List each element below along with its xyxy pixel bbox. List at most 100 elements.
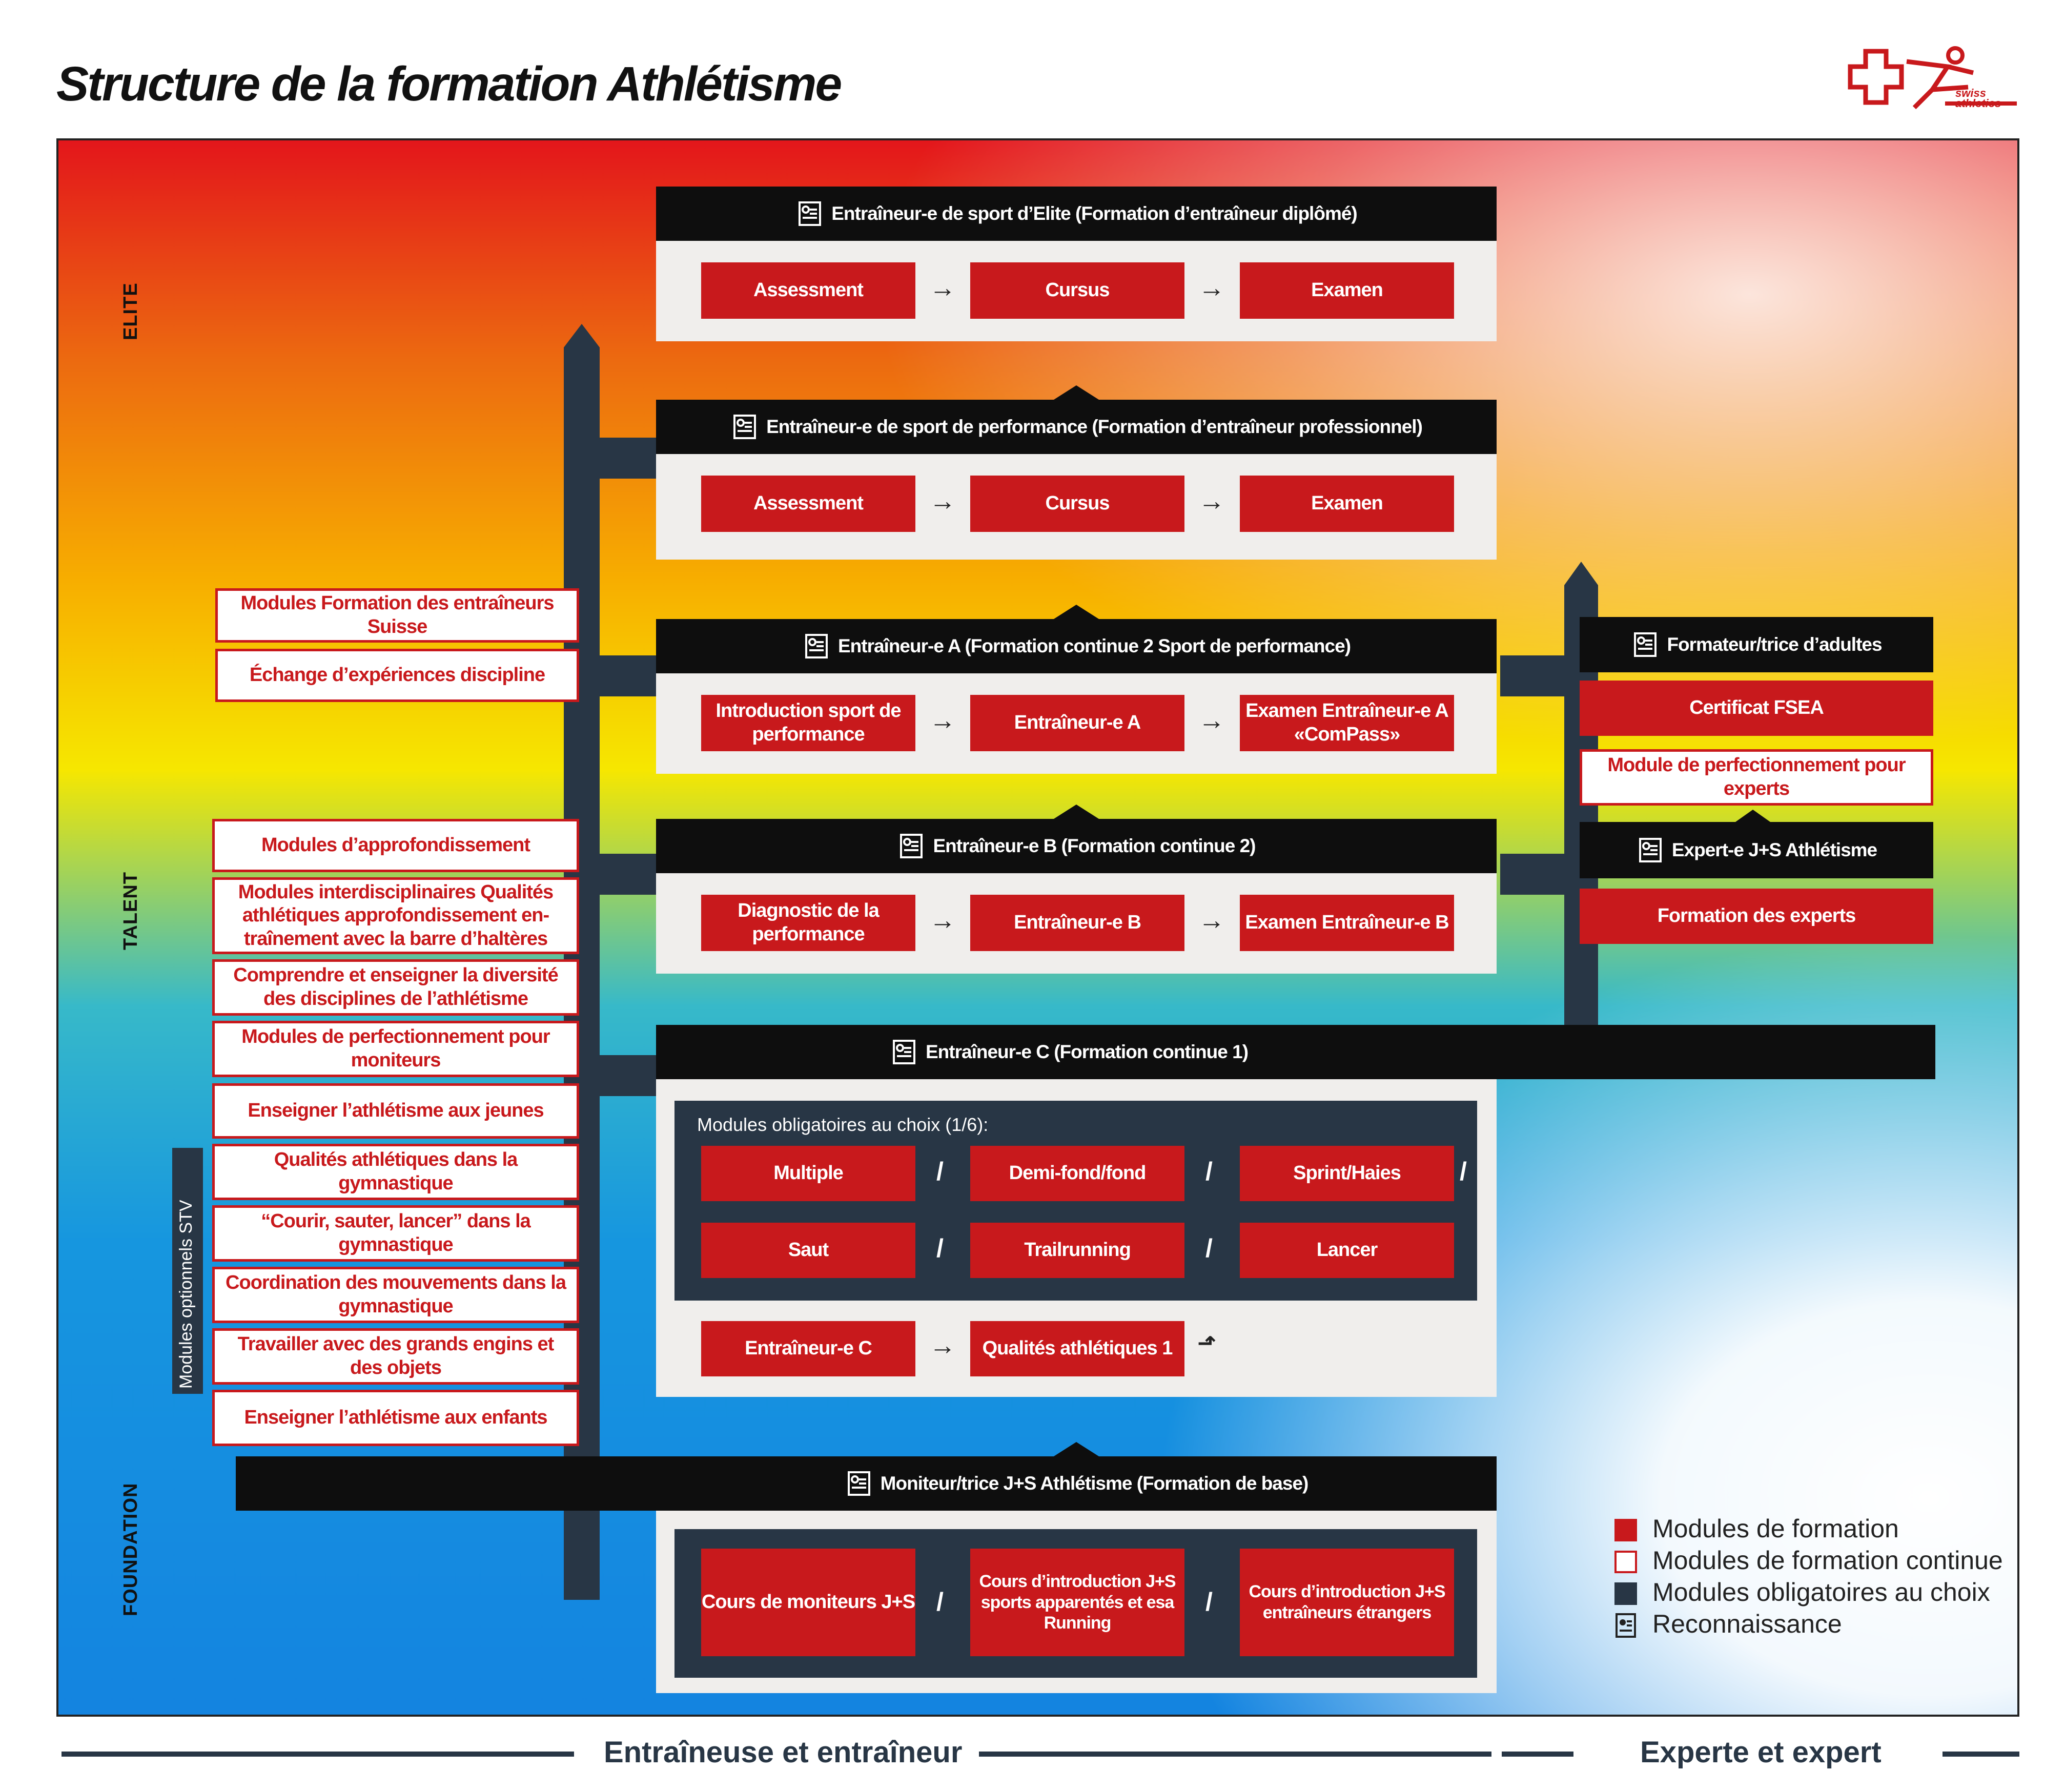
performance-header-text: Entraîneur-e de sport de performance (Fo… [766,416,1423,437]
base-course-related[interactable]: Cours d’introduction J+S sports apparent… [970,1549,1184,1656]
optional-modules-bar [172,1148,203,1394]
left-pillar-upper-tip [564,324,600,347]
page-title: Structure de la formation Athlétisme [56,57,842,111]
module-multiple[interactable]: Multiple [701,1146,915,1201]
notch [1054,805,1099,819]
base-header: Moniteur/trice J+S Athlétisme (Formation… [236,1456,1497,1511]
base-course-js[interactable]: Cours de moniteurs J+S [701,1549,915,1656]
recognition-icon [890,1038,918,1066]
module-perfectionnement-experts: Module de perfectionnement pour experts [1580,749,1933,806]
connector-performance [600,438,661,479]
connector-right-a [1500,655,1564,696]
separator-slash: / [1205,1588,1213,1616]
arrow-right-icon: → [929,273,956,303]
recognition-icon [1611,1611,1640,1640]
separator-slash: / [1460,1157,1467,1186]
notch [1054,385,1099,400]
module-courir-sauter-lancer: “Courir, sauter, lancer” dans la gymnast… [212,1205,579,1262]
certificat-fsea: Certificat FSEA [1580,681,1933,736]
legend-swatch-continuing [1614,1551,1637,1573]
recognition-icon [897,832,926,860]
coach-b-header: Entraîneur-e B (Formation continue 2) [656,819,1497,873]
module-formation-entraineurs-suisse: Modules Formation des entraîneurs Suisse [215,588,579,643]
module-qualites-gymnastique: Qualités athlétiques dans la gymnastique [212,1144,579,1200]
arrow-right-icon: → [929,905,956,935]
recognition-icon [802,632,831,661]
base-course-foreign[interactable]: Cours d’introduction J+S entraîneurs étr… [1240,1549,1454,1656]
mandatory-modules-label: Modules obligatoires au choix (1/6): [697,1114,989,1135]
coach-b-exam: Examen Entraîneur-e B [1240,895,1454,951]
arrow-right-icon: → [1198,273,1225,303]
module-athletisme-enfants: Enseigner l’athlétisme aux enfants [212,1390,579,1446]
coach-a-introduction: Introduction sport de performance [701,695,915,751]
module-saut[interactable]: Saut [701,1223,915,1278]
legend-mandatory: Modules obligatoires au choix [1652,1578,1990,1606]
module-demi-fond[interactable]: Demi-fond/fond [970,1146,1184,1201]
connector-coach-b [600,854,661,895]
module-grands-engins: Travailler avec des grands engins et des… [212,1328,579,1385]
axis-line-coach-left [62,1752,574,1757]
coach-c-header-text: Entraîneur-e C (Formation continue 1) [926,1041,1249,1062]
module-athletisme-jeunes: Enseigner l’athlétisme aux jeunes [212,1083,579,1139]
adult-trainer-header: Formateur/trice d’adultes [1580,617,1933,672]
notch [1735,810,1770,822]
separator-slash: / [936,1234,944,1263]
arrow-right-icon: → [929,706,956,735]
js-expert-header: Expert-e J+S Athlétisme [1580,822,1933,878]
legend-training: Modules de formation [1652,1514,1899,1543]
coach-a-exam: Examen Entraîneur-e A «ComPass» [1240,695,1454,751]
module-lancer[interactable]: Lancer [1240,1223,1454,1278]
module-approfondissement: Modules d’approfondissement [212,819,579,872]
performance-examen: Examen [1240,476,1454,532]
legend-swatch-mandatory [1614,1582,1637,1605]
legend-continuing: Modules de formation continue [1652,1546,2003,1575]
coach-b-header-text: Entraîneur-e B (Formation continue 2) [933,835,1256,856]
coach-b-diagnostic: Diagnostic de la performance [701,895,915,951]
recognition-icon [730,413,759,441]
coach-c-header: Entraîneur-e C (Formation continue 1) [656,1025,1935,1079]
separator-slash: / [936,1157,944,1186]
base-header-text: Moniteur/trice J+S Athlétisme (Formation… [880,1473,1309,1494]
level-label-talent: TALENT [120,871,141,950]
separator-slash: / [936,1588,944,1616]
coach-c-course: Entraîneur-e C [701,1321,915,1376]
elite-header-text: Entraîneur-e de sport d’Elite (Formation… [831,203,1357,224]
logo-text-swiss: swiss [1955,87,1986,99]
coach-c-qualites: Qualités athlétiques 1 [970,1321,1184,1376]
elite-cursus: Cursus [970,262,1184,319]
expert-training: Formation des experts [1580,889,1933,944]
performance-assessment: Assessment [701,476,915,532]
level-label-foundation: FOUNDATION [120,1482,141,1617]
arrow-right-icon: → [1198,905,1225,935]
module-sprint-haies[interactable]: Sprint/Haies [1240,1146,1454,1201]
module-diversite-disciplines: Comprendre et enseigner la diversité des… [212,959,579,1016]
arrow-right-icon: → [929,486,956,516]
js-expert-header-text: Expert-e J+S Athlétisme [1671,839,1877,860]
right-pillar-tip [1564,562,1598,585]
diagram-frame: ELITE TALENT FOUNDATION Modules optionne… [56,138,2019,1717]
left-pillar-lower-tip [564,777,600,800]
recognition-icon [1631,630,1660,659]
elite-header: Entraîneur-e de sport d’Elite (Formation… [656,187,1497,241]
optional-modules-label: Modules optionnels STV [176,1200,196,1389]
separator-slash: / [1205,1157,1213,1186]
logo-text-athletics: athletics [1955,96,2001,110]
notch [1054,605,1099,619]
swiss-athletics-logo: swiss athletics [1845,41,2019,118]
connector-coach-c [600,1055,661,1096]
axis-label-expert: Experte et expert [1640,1736,1882,1769]
separator-slash: / [1205,1234,1213,1263]
connector-coach-a [600,655,661,696]
coach-a-header-text: Entraîneur-e A (Formation continue 2 Spo… [837,635,1351,656]
elite-examen: Examen [1240,262,1454,319]
elite-assessment: Assessment [701,262,915,319]
performance-header: Entraîneur-e de sport de performance (Fo… [656,400,1497,454]
arrow-right-icon: → [1198,706,1225,735]
axis-label-coach: Entraîneuse et entraîneur [604,1736,963,1769]
module-trailrunning[interactable]: Trailrunning [970,1223,1184,1278]
recognition-icon [1636,836,1665,864]
legend-swatch-training [1614,1519,1637,1541]
axis-line-expert-left [1502,1752,1573,1757]
module-echange-experiences: Échange d’expériences discipline [215,649,579,702]
coach-a-course: Entraîneur-e A [970,695,1184,751]
